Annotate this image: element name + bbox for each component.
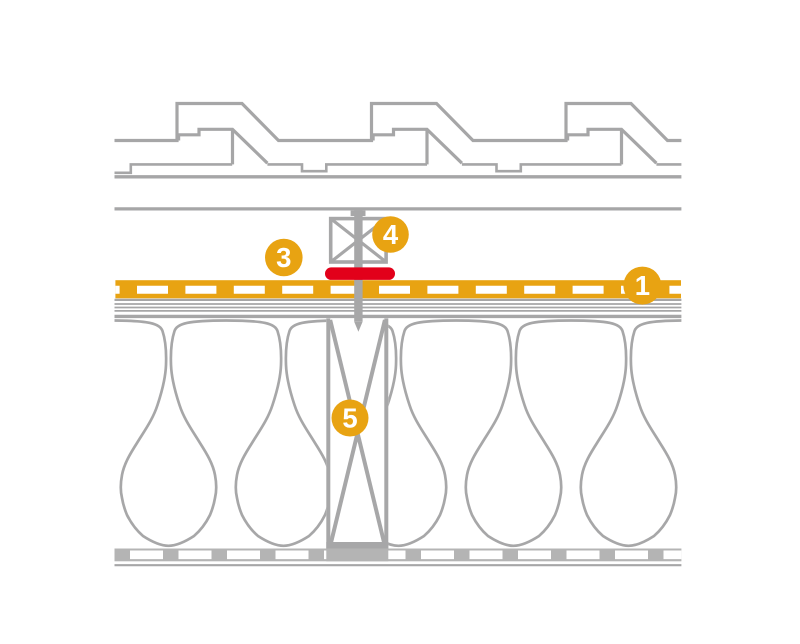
svg-text:4: 4 <box>383 219 399 250</box>
svg-text:5: 5 <box>342 403 357 434</box>
svg-text:3: 3 <box>276 242 291 273</box>
svg-text:1: 1 <box>635 270 650 301</box>
